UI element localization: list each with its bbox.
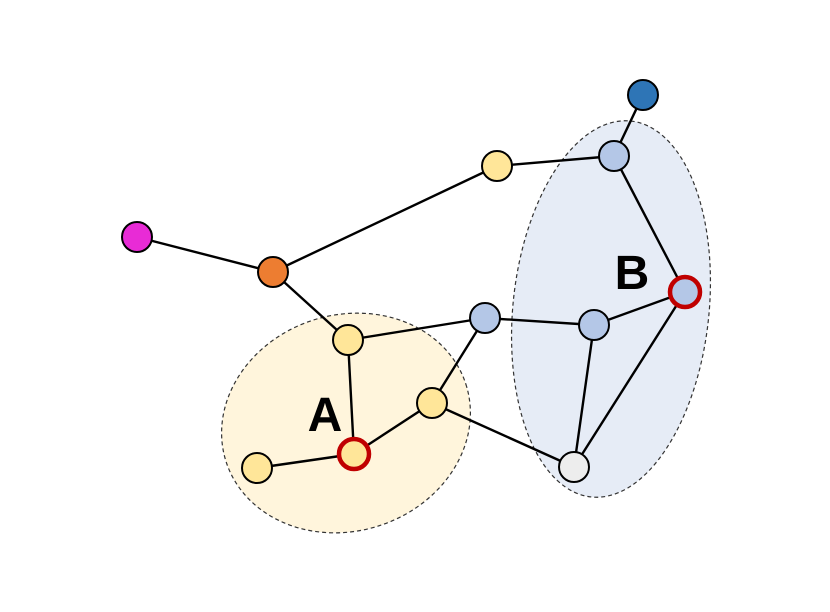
node-blue-b-center bbox=[578, 309, 610, 341]
edge bbox=[572, 290, 687, 469]
node-magenta bbox=[121, 221, 153, 253]
node-yellow-a-left bbox=[241, 452, 273, 484]
node-blue-middle bbox=[469, 302, 501, 334]
node-b-highlighted bbox=[667, 274, 703, 310]
edges bbox=[135, 93, 687, 470]
edge bbox=[612, 154, 687, 294]
edge bbox=[346, 316, 487, 342]
node-yellow-a-top bbox=[332, 324, 364, 356]
edge bbox=[430, 401, 576, 469]
nodes bbox=[121, 79, 703, 484]
edge bbox=[483, 316, 596, 327]
region-a-label: A bbox=[308, 389, 343, 442]
node-orange bbox=[257, 256, 289, 288]
node-blue-dark bbox=[627, 79, 659, 111]
node-yellow-a-right bbox=[416, 387, 448, 419]
edge bbox=[271, 270, 350, 342]
region-a bbox=[221, 312, 471, 534]
edge bbox=[271, 164, 499, 274]
node-blue-top bbox=[598, 140, 630, 172]
node-gray bbox=[558, 451, 590, 483]
edge bbox=[430, 316, 487, 405]
edge bbox=[135, 235, 275, 274]
region-b-label: B bbox=[615, 247, 650, 300]
node-a-highlighted bbox=[336, 436, 372, 472]
edge bbox=[572, 323, 596, 469]
edge bbox=[495, 154, 616, 168]
region-b bbox=[510, 120, 712, 498]
node-yellow-top bbox=[481, 150, 513, 182]
edge bbox=[346, 338, 356, 456]
